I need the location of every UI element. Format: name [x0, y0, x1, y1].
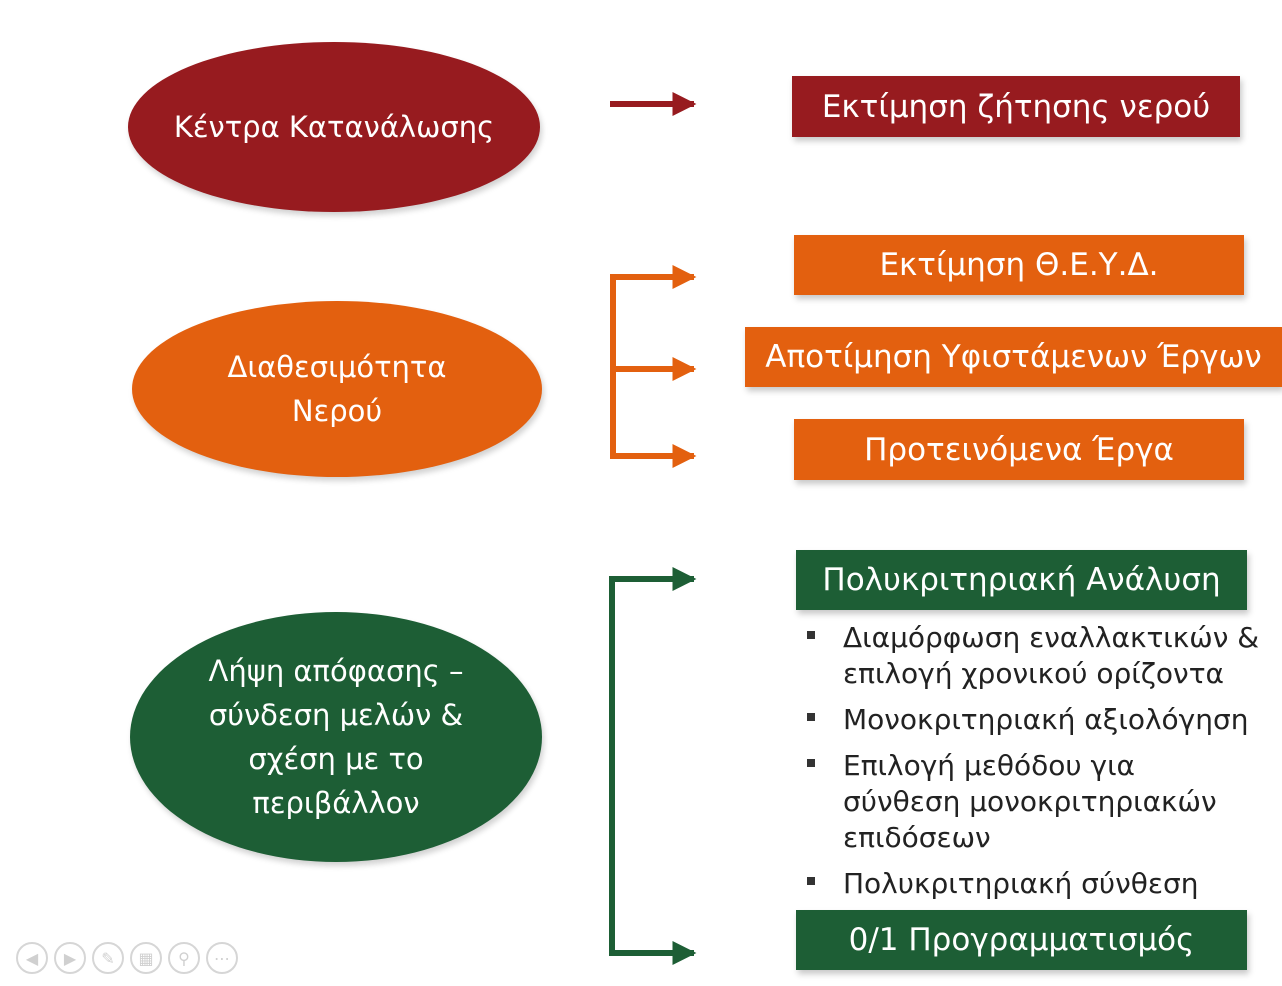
ellipse-lipsi-line: σχέση με το: [248, 742, 424, 776]
box-ektimisi-theyd: Εκτίμηση Θ.Ε.Υ.Δ.: [794, 235, 1244, 295]
box-label: 0/1 Προγραμματισμός: [848, 922, 1195, 958]
bullet-line: Μονοκριτηριακή αξιολόγηση: [843, 703, 1249, 736]
bullet-item: Μονοκριτηριακή αξιολόγηση: [805, 702, 1275, 738]
ellipse-lipsi-line: περιβάλλον: [252, 786, 420, 820]
ellipse-diathesimotita-line: Νερού: [291, 394, 383, 428]
pen-icon[interactable]: ✎: [92, 942, 124, 974]
box-label: Προτεινόμενα Έργα: [864, 431, 1174, 468]
bullet-square-icon: [807, 713, 815, 721]
box-label: Εκτίμηση Θ.Ε.Υ.Δ.: [879, 247, 1159, 283]
bullet-item: Διαμόρφωση εναλλακτικών & επιλογή χρονικ…: [805, 620, 1275, 692]
prev-icon[interactable]: ◀: [16, 942, 48, 974]
bullet-line: Επιλογή μεθόδου για: [843, 749, 1136, 782]
ellipse-lipsi-line: σύνδεση μελών &: [208, 698, 464, 732]
bracket-green: [609, 576, 697, 965]
zoom-icon[interactable]: ⚲: [168, 942, 200, 974]
ellipse-diathesimotita-line: Διαθεσιμότητα: [227, 350, 447, 384]
bullet-line: επιλογή χρονικού ορίζοντα: [843, 657, 1225, 690]
bullet-line: επιδόσεων: [843, 821, 991, 854]
box-label: Εκτίμηση ζήτησης νερού: [821, 88, 1211, 125]
box-proteinomena-erga: Προτεινόμενα Έργα: [794, 419, 1244, 480]
slideshow-controls: ◀ ▶ ✎ ▦ ⚲ ⋯: [16, 942, 238, 974]
box-polykritiriaki-analysi: Πολυκριτηριακή Ανάλυση: [796, 550, 1247, 610]
bullet-list: Διαμόρφωση εναλλακτικών & επιλογή χρονικ…: [805, 620, 1275, 912]
next-icon[interactable]: ▶: [54, 942, 86, 974]
bullet-line: Πολυκριτηριακή σύνθεση: [843, 867, 1199, 900]
box-label: Πολυκριτηριακή Ανάλυση: [822, 562, 1221, 598]
ellipse-lipsi-apofasis: Λήψη απόφασης – σύνδεση μελών & σχέση με…: [130, 612, 542, 862]
bullet-square-icon: [807, 631, 815, 639]
box-programmatismos: 0/1 Προγραμματισμός: [796, 910, 1247, 970]
ellipse-diathesimotita-nerou: Διαθεσιμότητα Νερού: [132, 301, 542, 477]
bullet-square-icon: [807, 759, 815, 767]
ellipse-kentra-katanalosis: Κέντρα Κατανάλωσης: [128, 42, 540, 212]
bullet-item: Επιλογή μεθόδου για σύνθεση μονοκριτηρια…: [805, 748, 1275, 856]
ellipse-lipsi-line: Λήψη απόφασης –: [208, 654, 464, 688]
bullet-line: σύνθεση μονοκριτηριακών: [843, 785, 1217, 818]
box-label: Αποτίμηση Υφιστάμενων Έργων: [765, 339, 1262, 375]
more-icon[interactable]: ⋯: [206, 942, 238, 974]
ellipse-kentra-label: Κέντρα Κατανάλωσης: [173, 110, 495, 144]
box-ektimisi-zitisis: Εκτίμηση ζήτησης νερού: [792, 76, 1240, 137]
bullet-line: Διαμόρφωση εναλλακτικών &: [843, 621, 1260, 654]
bullet-item: Πολυκριτηριακή σύνθεση: [805, 866, 1275, 902]
slides-icon[interactable]: ▦: [130, 942, 162, 974]
bullet-square-icon: [807, 877, 815, 885]
box-apotimisi-ergon: Αποτίμηση Υφιστάμενων Έργων: [745, 327, 1282, 387]
